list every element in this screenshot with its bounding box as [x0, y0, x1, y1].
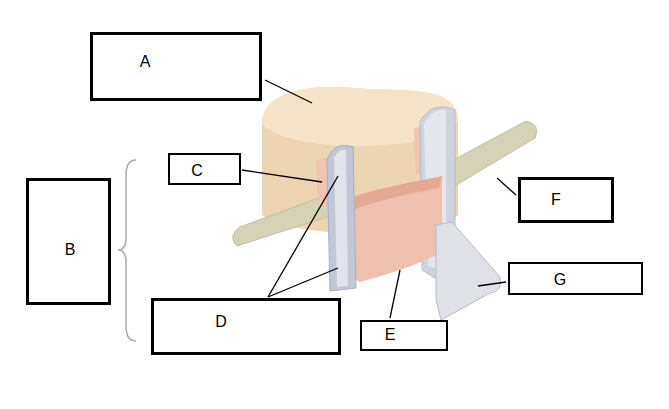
- bracket: [118, 160, 136, 341]
- callout-letter: D: [215, 313, 227, 331]
- leader-line: [268, 268, 338, 297]
- callout-letter: G: [554, 271, 566, 289]
- leader-line: [478, 282, 506, 286]
- articular-process: [327, 146, 356, 291]
- label-box: E: [360, 320, 448, 351]
- leader-line: [265, 80, 312, 103]
- spinous-process: [436, 222, 501, 320]
- lamina-edge: [345, 176, 442, 212]
- leader-line: [497, 178, 516, 195]
- callout-letter: F: [551, 191, 561, 209]
- callout-letter: C: [191, 162, 203, 180]
- label-box: F: [518, 177, 614, 223]
- label-box: C: [168, 153, 241, 185]
- label-box: G: [508, 262, 643, 295]
- callout-letter: B: [65, 241, 76, 259]
- lamina: [345, 176, 442, 282]
- callout-letter: E: [385, 326, 396, 344]
- callout-letter: A: [140, 53, 151, 71]
- articular-highlight: [334, 150, 348, 287]
- leader-line: [242, 170, 322, 182]
- label-box: D: [151, 298, 341, 355]
- leader-line: [390, 270, 400, 318]
- leader-line: [268, 176, 338, 297]
- label-box: A: [90, 32, 262, 101]
- label-box: B: [26, 178, 111, 305]
